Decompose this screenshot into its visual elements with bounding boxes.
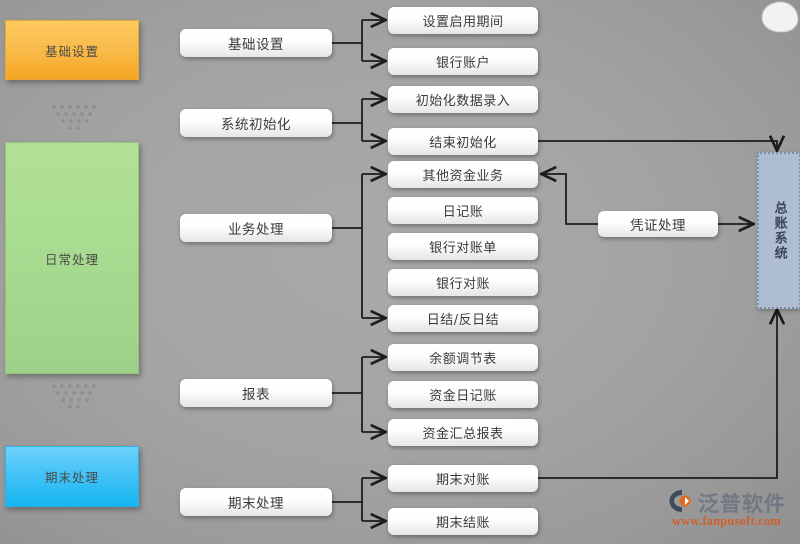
leaf-node-balance-adjust[interactable]: 余额调节表 bbox=[388, 344, 538, 371]
stage-daily-processing[interactable]: 日常处理 bbox=[5, 142, 139, 374]
leaf-node-finish-init[interactable]: 结束初始化 bbox=[388, 128, 538, 155]
group-node-reports-label: 报表 bbox=[242, 387, 270, 403]
fanpu-logo-icon bbox=[669, 490, 691, 512]
voucher-processing-label: 凭证处理 bbox=[630, 218, 686, 234]
leaf-node-init-data-entry-label: 初始化数据录入 bbox=[415, 94, 511, 109]
leaf-node-fund-summary-label: 资金汇总报表 bbox=[422, 427, 504, 442]
leaf-node-set-start-period[interactable]: 设置启用期间 bbox=[388, 7, 538, 34]
group-node-sys-init[interactable]: 系统初始化 bbox=[180, 109, 332, 137]
group-node-basic-setup[interactable]: 基础设置 bbox=[180, 29, 332, 57]
brand-logo: 泛普软件 www.fanpusoft.com bbox=[668, 488, 796, 536]
leaf-node-other-fund-biz[interactable]: 其他资金业务 bbox=[388, 161, 538, 188]
group-node-period-end[interactable]: 期末处理 bbox=[180, 488, 332, 516]
leaf-node-balance-adjust-label: 余额调节表 bbox=[429, 352, 497, 367]
leaf-node-period-recon[interactable]: 期末对账 bbox=[388, 465, 538, 492]
leaf-node-bank-statement[interactable]: 银行对账单 bbox=[388, 233, 538, 260]
leaf-node-journal-label: 日记账 bbox=[442, 205, 484, 220]
group-node-business[interactable]: 业务处理 bbox=[180, 214, 332, 242]
leaf-node-day-close[interactable]: 日结/反日结 bbox=[388, 305, 538, 332]
leaf-node-fund-journal-label: 资金日记账 bbox=[429, 389, 497, 404]
chevron-down-icon-2 bbox=[52, 384, 96, 409]
group-node-basic-setup-label: 基础设置 bbox=[228, 37, 284, 53]
leaf-node-init-data-entry[interactable]: 初始化数据录入 bbox=[388, 86, 538, 113]
leaf-node-other-fund-biz-label: 其他资金业务 bbox=[422, 169, 504, 184]
leaf-node-bank-recon[interactable]: 银行对账 bbox=[388, 269, 538, 296]
group-node-sys-init-label: 系统初始化 bbox=[221, 117, 291, 133]
leaf-node-period-close[interactable]: 期末结账 bbox=[388, 508, 538, 535]
voucher-processing-node[interactable]: 凭证处理 bbox=[598, 211, 718, 237]
leaf-node-period-close-label: 期末结账 bbox=[435, 516, 490, 531]
leaf-node-bank-account[interactable]: 银行账户 bbox=[388, 48, 538, 75]
leaf-node-fund-journal[interactable]: 资金日记账 bbox=[388, 381, 538, 408]
leaf-node-bank-account-label: 银行账户 bbox=[435, 56, 490, 71]
leaf-node-fund-summary[interactable]: 资金汇总报表 bbox=[388, 419, 538, 446]
leaf-node-finish-init-label: 结束初始化 bbox=[429, 136, 497, 151]
brand-name: 泛普软件 bbox=[698, 492, 786, 516]
group-node-reports[interactable]: 报表 bbox=[180, 379, 332, 407]
gl-system-node[interactable]: 总账系统 bbox=[757, 152, 800, 309]
leaf-node-bank-statement-label: 银行对账单 bbox=[429, 241, 497, 256]
group-node-period-end-label: 期末处理 bbox=[228, 496, 284, 512]
chevron-down-icon-1 bbox=[52, 105, 96, 130]
cloud-icon bbox=[762, 2, 798, 32]
leaf-node-day-close-label: 日结/反日结 bbox=[426, 313, 500, 328]
leaf-node-bank-recon-label: 银行对账 bbox=[435, 277, 490, 292]
leaf-node-set-start-period-label: 设置启用期间 bbox=[422, 15, 504, 30]
leaf-node-journal[interactable]: 日记账 bbox=[388, 197, 538, 224]
stage-basic-setup[interactable]: 基础设置 bbox=[5, 20, 139, 80]
brand-url: www.fanpusoft.com bbox=[672, 514, 781, 528]
leaf-node-period-recon-label: 期末对账 bbox=[435, 473, 490, 488]
group-node-business-label: 业务处理 bbox=[228, 222, 284, 238]
gl-system-label: 总账系统 bbox=[771, 200, 787, 261]
